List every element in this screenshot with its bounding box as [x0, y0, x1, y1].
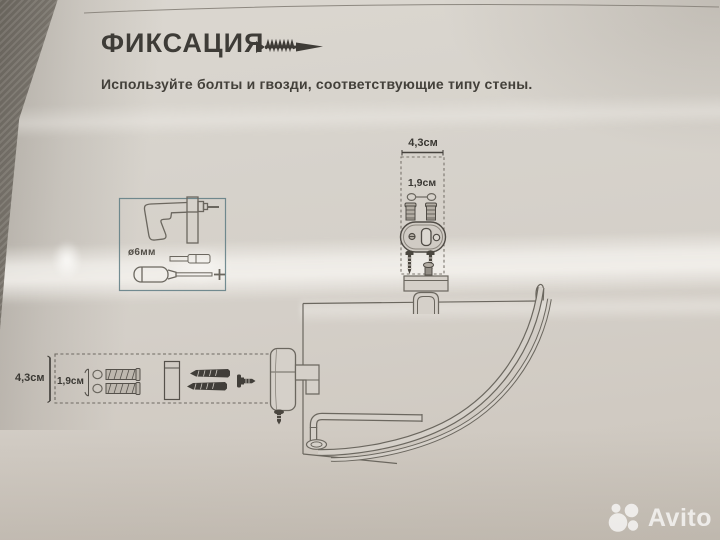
page-title: ФИКСАЦИЯ — [101, 28, 265, 58]
drill-bit-icon — [169, 254, 211, 264]
clamp-hook — [412, 291, 440, 314]
drill-diameter-label: ø6мм — [128, 247, 156, 258]
wall-plug-icon — [105, 368, 141, 381]
shelf-front-edge — [330, 298, 552, 462]
wall-plug-icon — [404, 202, 417, 221]
parts-box-depth-label: 4,3см — [15, 372, 45, 384]
screw-icon — [274, 409, 284, 425]
mounting-hole-icon — [92, 369, 103, 394]
mounting-hole-icon — [406, 193, 437, 202]
mounting-plate-icon — [399, 221, 447, 253]
left-wall-bracket — [269, 347, 320, 425]
top-rule-line — [83, 4, 720, 14]
top-mount-detail — [399, 150, 447, 275]
spacer-tube-icon — [163, 360, 181, 401]
top-wall-bracket — [403, 262, 449, 314]
page-subtitle: Используйте болты и гвозди, соответствую… — [101, 76, 533, 92]
phillips-screwdriver-icon — [133, 266, 225, 283]
width-measure-bracket — [401, 150, 444, 156]
hole-spacing-measure — [84, 368, 89, 397]
screw-icon — [405, 250, 414, 274]
paper-shadow-top-right — [430, 0, 720, 160]
wall-plug-icon — [425, 202, 437, 221]
tools-box — [118, 196, 227, 292]
power-drill-icon — [143, 196, 219, 244]
corner-shelf-drawing — [302, 283, 552, 465]
top-mount-width-label: 4,3см — [408, 137, 438, 149]
avito-watermark-text: Avito — [647, 503, 712, 532]
depth-measure-line — [47, 355, 51, 403]
screw-icon — [187, 382, 227, 391]
screw-icon — [190, 369, 230, 378]
bolt-icon — [237, 374, 256, 388]
top-mount-hole-spacing-label: 1,9см — [407, 177, 437, 189]
avito-dots-logo — [608, 503, 639, 532]
parts-box — [47, 353, 273, 404]
screw-icon — [256, 38, 323, 53]
dashed-outline — [54, 353, 273, 404]
wall-plug-icon — [105, 382, 141, 395]
knob-bolt — [423, 262, 434, 276]
glare-spot — [52, 240, 82, 280]
tools-box-border — [118, 197, 227, 292]
glare-spot — [170, 246, 232, 286]
parts-box-hole-spacing-label: 1,9см — [57, 376, 84, 387]
paper-shadow-bottom — [0, 410, 720, 540]
avito-watermark: Avito — [607, 502, 712, 534]
dashed-outline — [400, 156, 445, 275]
towel-bar-icon — [305, 412, 423, 450]
